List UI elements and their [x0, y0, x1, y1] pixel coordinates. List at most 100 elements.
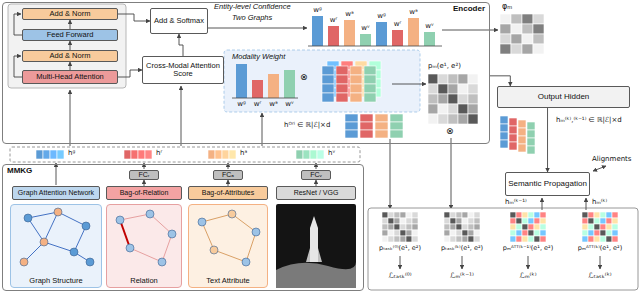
matrix-cell	[522, 34, 533, 44]
matrix-cell	[345, 114, 358, 122]
matrix-cell	[458, 74, 468, 84]
weight-label: wᵃ	[269, 100, 277, 108]
weight-label: wᵛ	[285, 100, 294, 108]
matrix-cell	[124, 150, 131, 159]
matrix-cell	[582, 236, 588, 242]
add-norm-box: Add & Norm	[22, 50, 118, 62]
matrix-cell	[527, 122, 535, 130]
loss-panel	[368, 208, 638, 290]
node-label: MMKG	[7, 167, 32, 176]
matrix-cell	[516, 212, 522, 218]
matrix-cell	[345, 130, 358, 138]
matrix-cell	[500, 14, 511, 24]
matrix-cell	[296, 150, 303, 159]
matrix-cell	[450, 230, 456, 236]
matrix-cell	[600, 212, 606, 218]
matrix-cell	[522, 44, 533, 54]
matrix-cell	[612, 236, 618, 242]
node-label: Graph Attention Network	[18, 189, 94, 197]
chart-axis	[232, 98, 298, 99]
matrix-cell	[36, 150, 43, 159]
matrix-cell	[394, 224, 400, 230]
graph-node	[24, 214, 32, 222]
probability-matrix	[382, 212, 418, 242]
matrix-cell	[131, 150, 138, 159]
matrix-cell	[400, 218, 406, 224]
matrix-cell	[208, 150, 215, 159]
flow-arrow	[462, 256, 463, 269]
matrix-cell	[394, 236, 400, 242]
math-label: hₘ⁽ᵏ⁻¹⁾	[505, 198, 527, 206]
matrix-cell	[594, 212, 600, 218]
modality-region	[224, 50, 420, 112]
feature-vector	[296, 150, 324, 159]
matrix-cell	[511, 34, 522, 44]
modality-panel: Relation	[106, 204, 182, 288]
weight-bar	[284, 70, 295, 98]
node-label: Encoder	[453, 5, 485, 14]
loss-label: ℒₜₐₛₖ⁽⁰⁾	[388, 272, 411, 281]
matrix-cell	[606, 236, 612, 242]
matrix-cell	[428, 94, 438, 104]
graph-edge	[202, 222, 214, 250]
matrix-cell	[360, 114, 373, 122]
matrix-cell	[428, 84, 438, 94]
matrix-cell	[448, 94, 458, 104]
matrix-cell	[510, 218, 516, 224]
graph-edge	[120, 214, 150, 220]
matrix-cell	[412, 224, 418, 230]
graph-node	[158, 258, 166, 266]
matrix-cell	[375, 130, 388, 138]
matrix-cell	[322, 84, 334, 93]
encoder-module: Graph Attention Network	[12, 186, 100, 200]
matrix-cell	[388, 212, 394, 218]
matrix-cell	[528, 224, 534, 230]
matrix-cell	[444, 218, 450, 224]
matrix-cell	[390, 130, 403, 138]
matrix-cell	[145, 150, 152, 159]
score-box: Cross-Modal Attention Score	[142, 56, 224, 84]
feature-label: hᵍ	[68, 149, 75, 157]
flow-connector	[490, 76, 510, 86]
matrix-cell	[612, 212, 618, 218]
matrix-cell	[438, 104, 448, 114]
graph-edge	[130, 248, 162, 262]
matrix-cell	[582, 224, 588, 230]
flow-arrow	[181, 86, 182, 146]
flow-connector	[179, 34, 183, 56]
probability-label: pₘᴬᵀᵀ⁽ᵏ⁻¹⁾(e¹, e²)	[503, 245, 553, 252]
matrix-cell	[400, 236, 406, 242]
matrix-cell	[438, 114, 448, 124]
node-label: Bag-of-Relation	[120, 189, 169, 197]
matrix-cell	[350, 66, 362, 75]
node-label: Graph Structure	[11, 277, 101, 285]
matrix-cell	[458, 104, 468, 114]
matrix-cell	[516, 230, 522, 236]
residual-arrow	[14, 14, 22, 35]
attribute-illustration	[198, 210, 260, 266]
matrix-cell	[528, 218, 534, 224]
matrix-cell	[394, 212, 400, 218]
hidden-cube	[360, 114, 373, 138]
weight-label: wᵛ	[361, 24, 370, 32]
matrix-cell	[606, 230, 612, 236]
matrix-cell	[462, 236, 468, 242]
matrix-cell	[336, 66, 348, 75]
feed-forward-box: Feed Forward	[22, 29, 118, 41]
matrix-cell	[522, 218, 528, 224]
graph-edge	[28, 218, 44, 242]
matrix-cell	[534, 218, 540, 224]
matrix-cell	[528, 236, 534, 242]
matrix-cell	[336, 93, 348, 102]
matrix-cell	[412, 212, 418, 218]
panel-fill	[188, 204, 268, 288]
probability-label: pₜₐₛₖ⁽ᵏ⁾(e¹, e²)	[441, 245, 483, 252]
matrix-cell	[500, 116, 508, 124]
matrix-cell	[382, 224, 388, 230]
node-label: Cross-Modal Attention Score	[143, 62, 223, 79]
matrix-cell	[364, 84, 376, 93]
math-label: pₘ(e¹, e²)	[428, 62, 461, 70]
matrix-cell	[456, 236, 462, 242]
matrix-cell	[588, 230, 594, 236]
graph-edge	[28, 212, 58, 218]
